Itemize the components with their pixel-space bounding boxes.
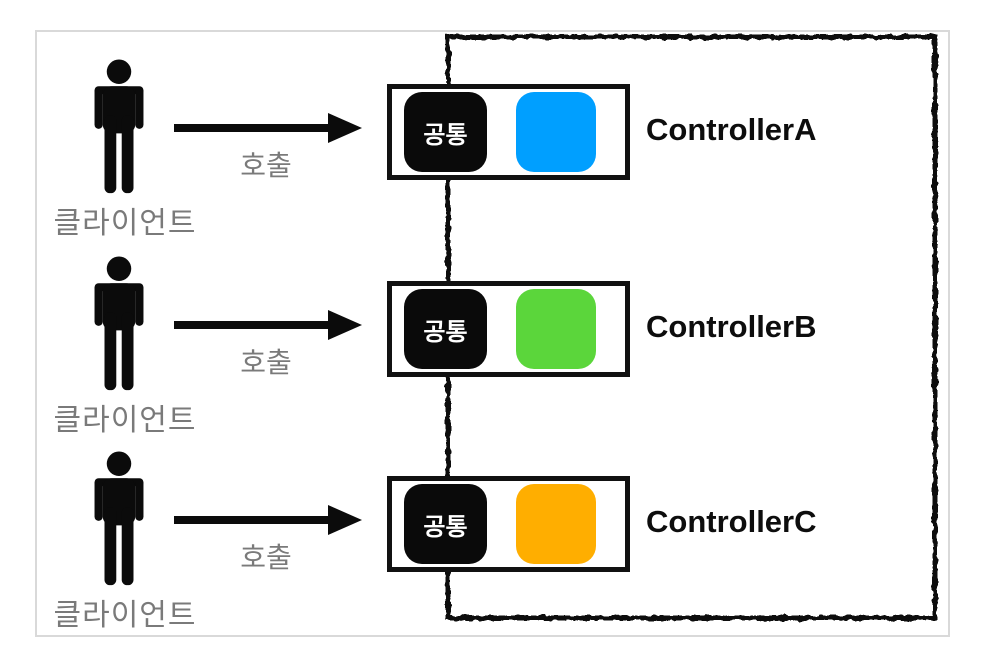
client-person-icon [94, 256, 144, 391]
controller-name: ControllerB [646, 309, 817, 344]
controller-box: 공통 [387, 84, 630, 180]
client-label: 클라이언트 [53, 207, 197, 240]
client-person-icon [94, 451, 144, 586]
call-label: 호출 [240, 150, 292, 181]
controller-box: 공통 [387, 476, 630, 572]
call-arrow-icon [174, 505, 362, 535]
call-label: 호출 [240, 542, 292, 573]
common-chip: 공통 [404, 92, 487, 172]
common-chip: 공통 [404, 289, 487, 369]
client-person-icon [94, 59, 144, 194]
controller-row-c: 클라이언트 호출 공통 ControllerC [0, 450, 983, 650]
common-chip: 공통 [404, 484, 487, 564]
controller-color-chip [516, 92, 596, 172]
controller-color-chip [516, 289, 596, 369]
controller-box: 공통 [387, 281, 630, 377]
controller-row-b: 클라이언트 호출 공통 ControllerB [0, 255, 983, 455]
client-label: 클라이언트 [53, 599, 197, 632]
call-arrow-icon [174, 113, 362, 143]
call-arrow-icon [174, 310, 362, 340]
controller-name: ControllerA [646, 112, 817, 147]
call-label: 호출 [240, 347, 292, 378]
client-label: 클라이언트 [53, 404, 197, 437]
controller-color-chip [516, 484, 596, 564]
controller-name: ControllerC [646, 504, 817, 539]
controller-row-a: 클라이언트 호출 공통 ControllerA [0, 58, 983, 258]
